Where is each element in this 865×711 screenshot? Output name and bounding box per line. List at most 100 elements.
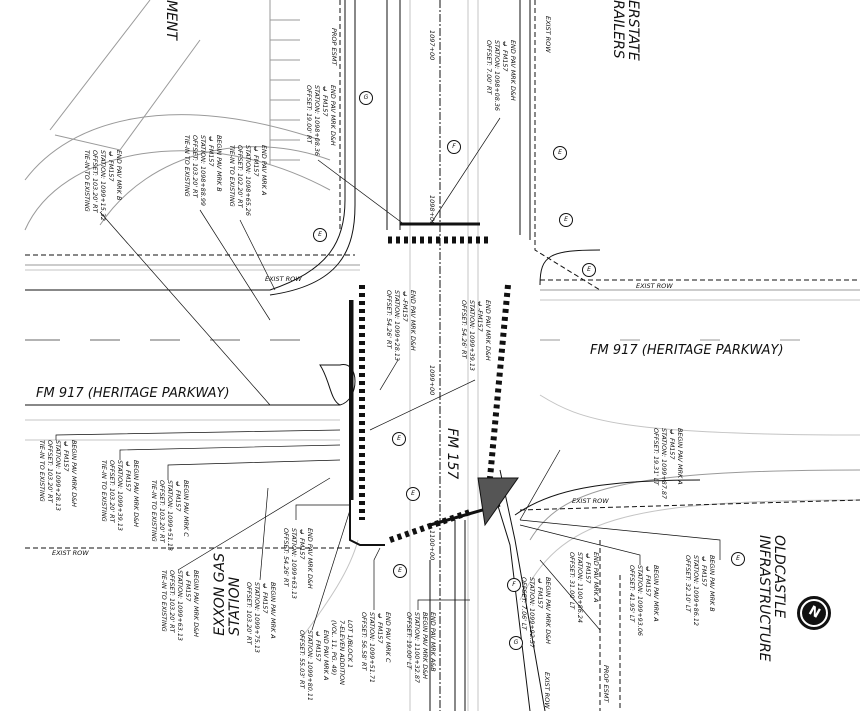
exist-row-label: EXIST ROW	[572, 497, 609, 505]
callout-line: END PAV MRK D&H	[409, 290, 417, 351]
crosswalk-markings	[359, 236, 511, 543]
callout-line: BEGIN PAV MRK A	[269, 582, 277, 639]
callout-marker-circle: E	[393, 564, 407, 578]
callout-line: STATION: 1099+28.13	[54, 440, 62, 511]
callout-line: END PAV MRK D&H	[329, 85, 337, 146]
callout-line: END PAV MRK B	[115, 150, 123, 201]
callout-line: STATION: 1099+15.32	[99, 150, 107, 221]
exist-row-label: EXIST ROW	[544, 16, 552, 53]
callout-line: OFFSET: 103.20' RT	[191, 135, 199, 198]
callout-line: ℄ FM157	[261, 582, 269, 614]
callout-line: OFFSET: 41.95' LT	[628, 565, 636, 623]
callout-line: BEGIN PAV MRK B	[215, 135, 223, 192]
prop-esmt-label: PROP ESMT	[330, 28, 338, 66]
callout-line: BEGIN PAV MRK D&H	[192, 570, 200, 637]
station-label: 1098+00	[428, 195, 436, 226]
callout-line: ℄ FM157	[501, 40, 509, 72]
callout-line: OFFSET: 54.26' RT	[282, 528, 290, 587]
callout-line: STATION: 1099+63.13	[290, 528, 298, 599]
callout-line: OFFSET: 103.20' RT	[168, 570, 176, 633]
callout-line: OFFSET: 7.00' RT	[485, 40, 493, 95]
callout-line: TIE-IN TO EXISTING	[100, 460, 108, 522]
callout-line: OFFSET: 54.26' RT	[385, 290, 393, 349]
callout-line: END PAV MRK D&H	[509, 40, 517, 101]
callout-line: STATION: 1099+51.71	[368, 612, 376, 683]
exist-row-label: EXIST ROW	[543, 672, 551, 709]
callout-line: STATION: 1099+39.13	[116, 460, 124, 531]
callout-line: TIE-IN TO EXISTING	[83, 150, 91, 212]
callout-line: ℄ FM157	[700, 555, 708, 587]
callout-line: ℄ FM157	[321, 85, 329, 117]
north-arrow-icon: N	[797, 596, 831, 630]
callout-line: OFFSET: 103.20' RT	[108, 460, 116, 523]
callout-line: BEGIN PAV MRK A	[676, 428, 684, 485]
callout-line: ℄ FM157	[124, 460, 132, 492]
callout-line: OFFSET: 103.20' RT	[245, 582, 253, 645]
callout-line: STATION: 1100+86.24	[576, 552, 584, 623]
callout-line: STATION: 1099+80.11	[306, 630, 314, 701]
callout-line: TIE-IN TO EXISTING	[150, 480, 158, 542]
north-arrow-letter: N	[797, 596, 831, 630]
callout-marker-circle: E	[313, 228, 327, 242]
callout-line: END PAV MRK A	[592, 552, 600, 603]
callout-line: TIE-IN TO EXISTING	[228, 145, 236, 207]
callout-line: STATION: 1098+08.36	[313, 85, 321, 156]
callout-line: OFFSET: 54.26' RT	[460, 300, 468, 359]
oldcastle-line-2: INFRASTRUCTURE	[756, 535, 772, 662]
callout-line: STATION: 1099+51.13	[166, 480, 174, 551]
existing-linework	[24, 0, 861, 711]
callout-line: BEGIN PAV MRK D&H	[544, 577, 552, 644]
callout-line: ℄ FM157	[174, 480, 182, 512]
callout-line: OFFSET: 102.20' RT	[236, 145, 244, 208]
callout-marker-circle: F	[507, 578, 521, 592]
callout-line: ℄ FM157	[252, 145, 260, 177]
road-label-fm917-east: FM 917 (HERITAGE PARKWAY)	[590, 343, 784, 358]
callout-line: STATION: 1098+65.26	[244, 145, 252, 216]
callout-line: ℄ FM157	[298, 528, 306, 560]
callout-line: ℄ FM157	[536, 577, 544, 609]
callout-line: OFFSET: 7.06' LT	[520, 577, 528, 631]
callout-line: OFFSET: 31.00' LT	[568, 552, 576, 610]
callout-line: STATION: 1099+92.57	[528, 577, 536, 648]
callout-line: BEGIN PAV MRK C	[182, 480, 190, 537]
callout-line: ℄-FM157	[401, 290, 409, 322]
interstate-line-2: RAILERS	[610, 0, 626, 59]
callout-line: OFFSET: 32.10' LT	[684, 555, 692, 613]
callout-line: ℄ FM157	[107, 150, 115, 182]
callout-line: BEGIN PAV MRK D&H	[421, 612, 429, 679]
exxon-line-2: STATION	[227, 576, 243, 636]
callout-marker-circle: G	[509, 636, 523, 650]
callout-marker-circle: E	[582, 263, 596, 277]
callout-line: ℄-FM157	[476, 300, 484, 332]
callout-line: OFFSET: 103.20' RT	[46, 440, 54, 503]
station-label: 1097+00	[428, 30, 436, 61]
station-label: 1099+00	[428, 365, 436, 396]
interstate-line-1: ERSTATE	[625, 0, 641, 61]
top-left-property-label: MENT	[163, 0, 179, 40]
callout-marker-circle: E	[553, 146, 567, 160]
callout-line: STATION: 1099+86.12	[692, 555, 700, 626]
callout-line: STATION: 1099+75.13	[253, 582, 261, 653]
callout-line: END PAV MRK D&H	[484, 300, 492, 361]
callout-line: STATION: 1099+87.87	[660, 428, 668, 499]
oldcastle-line-1: OLDCASTLE	[771, 535, 787, 619]
callout-line: BEGIN PAV MRK B	[708, 555, 716, 612]
callout-line: ℄ FM157	[184, 570, 192, 602]
prop-esmt-label: PROP ESMT	[602, 665, 610, 703]
